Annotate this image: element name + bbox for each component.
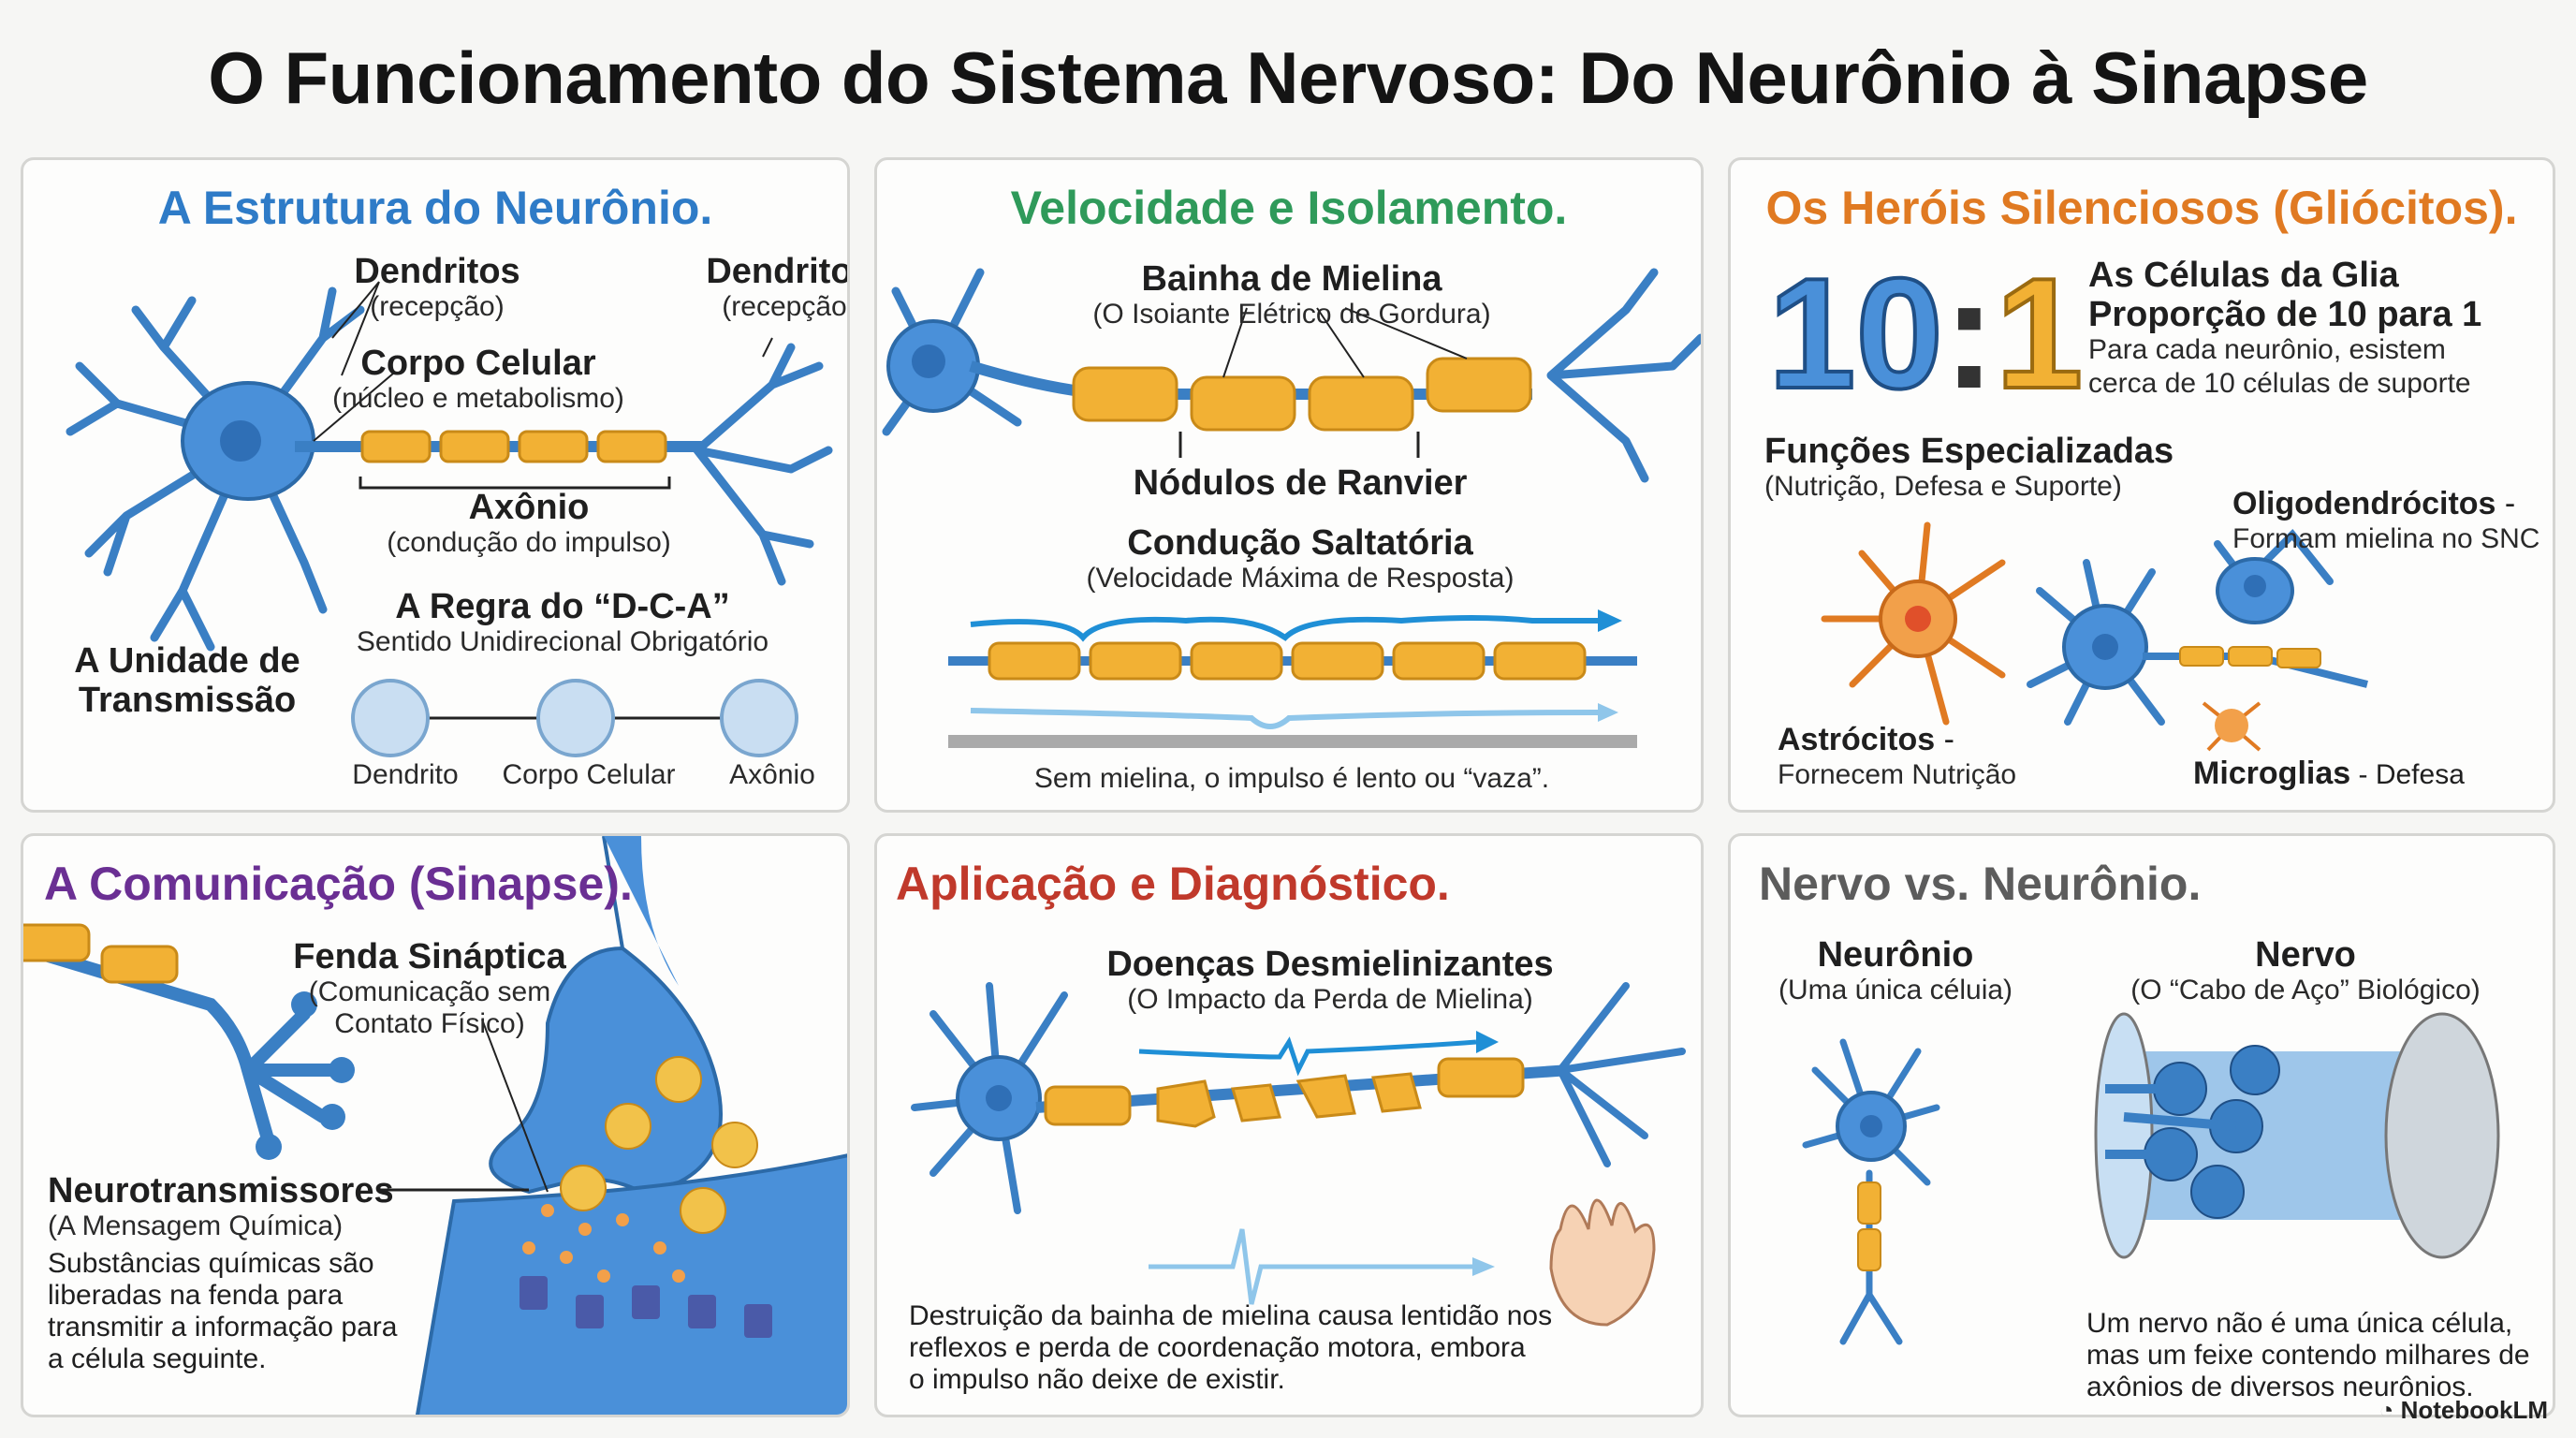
sub-regra-dca: Sentido Unidirecional Obrigatório: [356, 626, 769, 657]
label-regra-dca: A Regra do “D-C-A”: [395, 587, 730, 626]
label-dendritos-left: Dendritos: [354, 252, 520, 291]
myelin-illustration: [882, 268, 1701, 748]
label-conducao: Condução Saltatória: [1127, 523, 1473, 563]
panel-glia: Os Heróis Silenciosos (Gliócitos). 10:1 …: [1728, 157, 2555, 813]
ratio-1: 1: [1994, 245, 2085, 421]
panel-title: A Comunicação (Sinapse).: [44, 858, 633, 910]
label-astro: Astrócitos -: [1778, 722, 1954, 757]
label-glia-2: Proporção de 10 para 1: [2088, 295, 2482, 334]
panel-title: Velocidade e Isolamento.: [1010, 182, 1568, 234]
label-sem-mielina: Sem mielina, o impulso é lento ou “vaza”…: [1033, 763, 1550, 794]
label-unidade-2: Transmissão: [78, 681, 297, 720]
panel-synapse: A Comunicação (Sinapse). Fenda Sináptica…: [21, 833, 850, 1417]
flow-label-dendrito: Dendrito: [352, 759, 459, 790]
glia-illustration: [1821, 521, 2368, 752]
label-funcoes: Funções Especializadas: [1764, 432, 2174, 471]
diagnostics-description: Destruição da bainha de mielina causa le…: [909, 1300, 1553, 1395]
label-glia-1: As Células da Glia: [2088, 256, 2399, 295]
panel-title: Aplicação e Diagnóstico.: [896, 858, 1450, 910]
ratio-10: 10: [1766, 245, 1945, 421]
label-neurotransmissores: Neurotransmissores: [48, 1171, 394, 1211]
sub-neurotransmissores: (A Mensagem Química): [48, 1211, 344, 1241]
panel-diagnostics: Aplicação e Diagnóstico. Doenças Desmiel…: [874, 833, 1704, 1417]
panel-title: A Estrutura do Neurônio.: [157, 182, 713, 234]
panel-velocity: Velocidade e Isolamento. Bainha de Mieli…: [874, 157, 1704, 813]
sub-fenda-2: Contato Físico): [334, 1008, 525, 1039]
sub-conducao: (Velocidade Máxima de Resposta): [1086, 563, 1515, 594]
flow-label-corpo: Corpo Celular: [502, 759, 676, 790]
panel-title: Nervo vs. Neurônio.: [1759, 858, 2202, 910]
synapse-illustration: [23, 836, 847, 1415]
label-nervo: Nervo: [2255, 935, 2356, 975]
panel-neuron-structure: A Estrutura do Neurônio. Dendritos (rece…: [21, 157, 850, 813]
label-oligo: Oligodendrócitos -: [2232, 486, 2516, 521]
sub-nervo: (O “Cabo de Aço” Biológico): [2130, 975, 2481, 1005]
panel-title: Os Heróis Silenciosos (Gliócitos).: [1765, 182, 2518, 234]
sub-glia-3: Para cada neurônio, esistem: [2088, 334, 2446, 365]
flow-node-corpo: [536, 679, 615, 757]
ratio-display: 10:1: [1766, 252, 2085, 415]
label-nodulos: Nódulos de Ranvier: [1133, 463, 1468, 503]
label-doencas: Doenças Desmielinizantes: [1106, 945, 1554, 984]
demyelination-illustration: [911, 982, 1686, 1327]
sub-astro: Fornecem Nutrição: [1778, 759, 2017, 790]
sub-doencas: (O Impacto da Perda de Mielina): [1127, 984, 1533, 1015]
sub-glia-4: cerca de 10 células de suporte: [2088, 368, 2471, 399]
notebooklm-logo: ◔ NotebookLM: [2378, 1396, 2548, 1424]
flow-node-dendrito: [351, 679, 430, 757]
page-title: O Funcionamento do Sistema Nervoso: Do N…: [208, 37, 2368, 119]
sub-recepcao-left: (recepção): [370, 291, 505, 322]
label-fenda: Fenda Sináptica: [293, 937, 566, 976]
label-axonio: Axônio: [468, 488, 590, 527]
sub-fenda-1: (Comunicação sem: [308, 976, 551, 1007]
flow-label-axonio: Axônio: [729, 759, 815, 790]
sub-funcoes: (Nutrição, Defesa e Suporte): [1764, 471, 2122, 502]
sub-corpo-celular: (núcleo e metabolismo): [332, 383, 624, 414]
neuron-structure-illustration: [66, 281, 833, 757]
label-neuronio: Neurônio: [1817, 935, 1974, 975]
label-corpo-celular: Corpo Celular: [360, 344, 596, 383]
nerve-illustration: [1802, 1012, 2500, 1345]
sub-oligo: Formam mielina no SNC: [2232, 523, 2540, 554]
label-bainha: Bainha de Mielina: [1141, 259, 1442, 299]
label-dendritos-right: Dendritos: [706, 252, 847, 291]
sub-bainha: (O Isoiante Elétrico de Gordura): [1092, 299, 1491, 330]
panel-nerve-vs-neuron: Nervo vs. Neurônio. Neurônio (Uma única …: [1728, 833, 2555, 1417]
sub-neuronio: (Uma única céluia): [1778, 975, 2013, 1005]
sub-recepcao-right: (recepção): [722, 291, 850, 322]
sub-axonio: (condução do impulso): [387, 527, 671, 558]
nerve-description: Um nervo não é uma única célula,mas um f…: [2086, 1308, 2530, 1402]
label-unidade-1: A Unidade de: [74, 641, 300, 681]
ratio-sep: :: [1942, 245, 1996, 421]
label-micro: Microglias - Defesa: [2193, 756, 2465, 791]
flow-node-axonio: [720, 679, 798, 757]
